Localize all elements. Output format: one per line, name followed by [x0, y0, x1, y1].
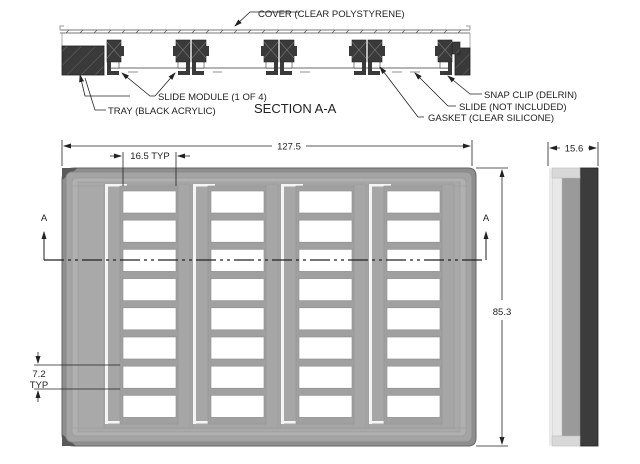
snap-clip-section	[279, 39, 297, 75]
dim-slot-width: 16.5 TYP	[130, 151, 169, 162]
well	[210, 307, 265, 331]
snap-clip-section	[106, 39, 124, 75]
tray-section-right	[451, 41, 471, 76]
well	[122, 395, 177, 418]
well	[386, 336, 441, 360]
section-marker-right: A	[483, 213, 490, 224]
label-snap-clip: SNAP CLIP (DELRIN)	[484, 90, 577, 101]
side-dimensions: 15.6	[547, 142, 599, 166]
module-side	[561, 175, 581, 439]
snap-clip-section	[435, 39, 453, 75]
well	[298, 365, 353, 389]
well	[210, 365, 265, 389]
cover-side	[551, 169, 563, 445]
snap-clip-section	[191, 39, 209, 75]
well	[122, 336, 177, 360]
module-rail	[105, 184, 108, 424]
slide-module	[191, 183, 279, 429]
well	[122, 190, 177, 214]
section-callouts: COVER (CLEAR POLYSTYRENE) TRAY (BLACK AC…	[79, 9, 577, 124]
well	[386, 278, 441, 301]
label-cover: COVER (CLEAR POLYSTYRENE)	[258, 9, 405, 20]
well	[122, 365, 177, 389]
well	[298, 219, 353, 243]
snap-clip-section	[261, 39, 279, 75]
well	[298, 307, 353, 331]
dim-slot-pitch: 7.2	[32, 369, 45, 380]
well	[298, 336, 353, 360]
well	[386, 365, 441, 389]
label-tray: TRAY (BLACK ACRYLIC)	[108, 106, 216, 117]
well	[386, 190, 441, 214]
label-slide-module: SLIDE MODULE (1 OF 4)	[158, 92, 267, 103]
well	[210, 219, 265, 243]
well	[386, 395, 441, 418]
section-marker-left: A	[41, 213, 48, 224]
well	[210, 278, 265, 301]
plan-dimensions: 127.5 16.5 TYP 85.3 7.2 TYP A A	[30, 140, 514, 447]
cover-section	[59, 25, 471, 50]
snap-clip-section	[367, 39, 385, 75]
label-slide: SLIDE (NOT INCLUDED)	[459, 102, 567, 113]
well	[386, 219, 441, 243]
module-rail	[281, 184, 284, 424]
well	[122, 307, 177, 331]
snap-clip-section	[349, 39, 367, 75]
snap-clip-section	[173, 39, 191, 75]
tray-section-left	[61, 45, 105, 76]
dim-overall-width: 127.5	[277, 142, 301, 153]
well	[210, 190, 265, 214]
slide-module	[103, 183, 191, 429]
slide-module	[279, 183, 367, 429]
dim-slot-pitch-suffix: TYP	[30, 380, 48, 391]
dim-overall-height: 85.3	[493, 307, 512, 318]
well	[122, 278, 177, 301]
well	[298, 278, 353, 301]
tray-side	[579, 167, 599, 447]
section-title: SECTION A-A	[254, 101, 337, 116]
module-rail	[193, 184, 196, 424]
slide-module	[367, 183, 455, 429]
module-rail	[369, 184, 372, 424]
well	[122, 219, 177, 243]
well	[298, 395, 353, 418]
well	[386, 307, 441, 331]
label-gasket: GASKET (CLEAR SILICONE)	[428, 113, 554, 124]
side-view	[549, 167, 599, 447]
well	[298, 190, 353, 214]
plan-view	[61, 167, 477, 447]
well	[210, 336, 265, 360]
section-view	[59, 25, 471, 76]
dim-overall-depth: 15.6	[565, 144, 584, 155]
well	[210, 395, 265, 418]
